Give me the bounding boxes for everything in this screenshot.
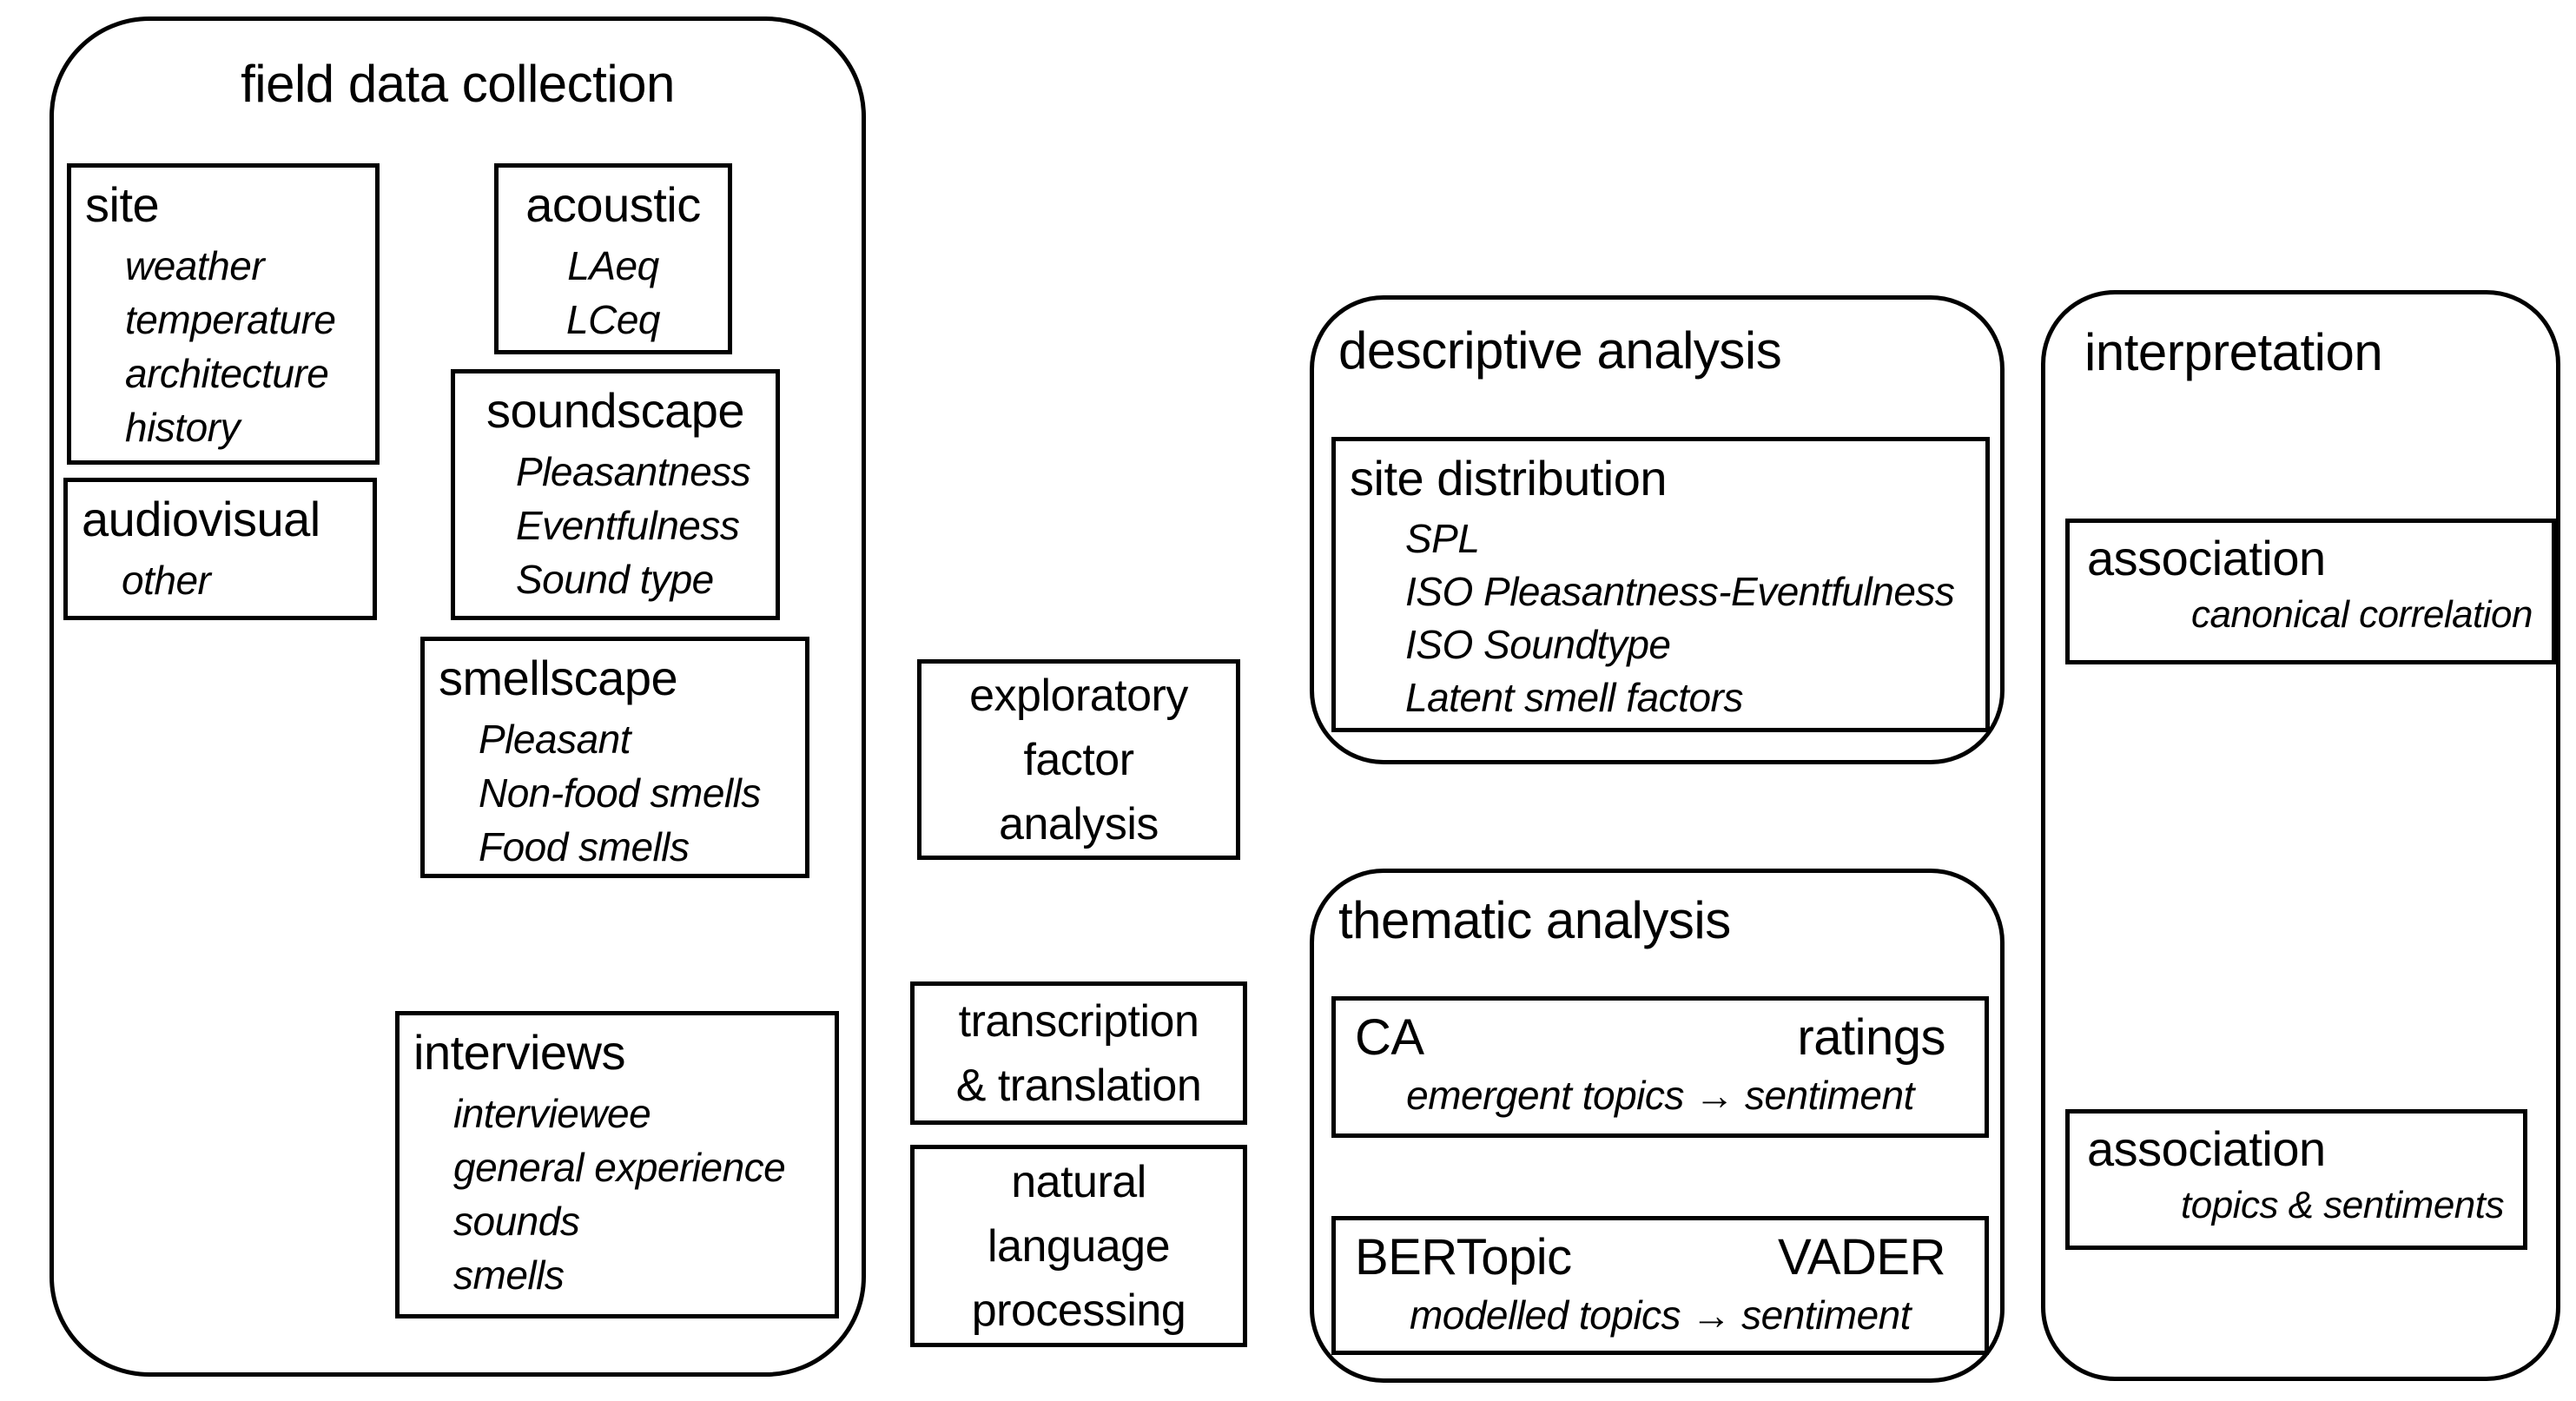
field-data-collection-container: field data collection site weather tempe… xyxy=(50,17,866,1377)
interviews-items: interviewee general experience sounds sm… xyxy=(400,1087,835,1302)
site-item: history xyxy=(125,405,240,450)
interpretation-container: interpretation association canonical cor… xyxy=(2041,290,2560,1381)
site-item: temperature xyxy=(125,297,336,342)
natural-language-processing-box: natural language processing xyxy=(910,1145,1247,1347)
bertopic-vader-row: BERTopic VADER xyxy=(1336,1220,1985,1290)
association-topics-title: association xyxy=(2087,1121,2326,1176)
vader-label: VADER xyxy=(1777,1229,1946,1285)
site-distribution-items: SPL ISO Pleasantness-Eventfulness ISO So… xyxy=(1336,512,1985,724)
site-item: weather xyxy=(125,243,265,288)
nlp-line: processing xyxy=(971,1285,1186,1336)
bertopic-vader-subtitle: modelled topics → sentiment xyxy=(1409,1292,1912,1338)
interviews-item: smells xyxy=(453,1252,565,1298)
site-items: weather temperature architecture history xyxy=(71,239,375,454)
interpretation-title: interpretation xyxy=(2084,323,2383,381)
interviews-title: interviews xyxy=(413,1025,625,1080)
interviews-item: general experience xyxy=(453,1145,786,1190)
soundscape-item: Eventfulness xyxy=(516,503,740,548)
smellscape-item: Pleasant xyxy=(479,717,631,762)
field-data-collection-title: field data collection xyxy=(241,55,675,113)
transcription-line: transcription xyxy=(958,995,1199,1047)
ratings-label: ratings xyxy=(1797,1009,1945,1066)
smellscape-item: Non-food smells xyxy=(479,770,761,816)
soundscape-item: Pleasantness xyxy=(516,449,751,494)
site-distribution-item: SPL xyxy=(1405,516,1480,561)
association-canonical-subtitle: canonical correlation xyxy=(2190,593,2533,636)
acoustic-items: LAeq LCeq xyxy=(499,239,728,347)
acoustic-item: LAeq xyxy=(567,243,659,288)
ca-label: CA xyxy=(1355,1009,1424,1066)
audiovisual-box: audiovisual other xyxy=(63,478,377,620)
site-distribution-box: site distribution SPL ISO Pleasantness-E… xyxy=(1331,437,1990,732)
site-distribution-item: ISO Soundtype xyxy=(1405,622,1671,667)
efa-line: factor xyxy=(1023,734,1134,785)
site-box: site weather temperature architecture hi… xyxy=(67,163,380,465)
site-distribution-title: site distribution xyxy=(1350,451,1668,506)
interviews-item: sounds xyxy=(453,1199,580,1244)
bertopic-label: BERTopic xyxy=(1355,1229,1572,1285)
descriptive-analysis-container: descriptive analysis site distribution S… xyxy=(1310,295,2005,764)
thematic-analysis-title: thematic analysis xyxy=(1338,891,1731,949)
smellscape-title: smellscape xyxy=(439,651,678,705)
bertopic-vader-box: BERTopic VADER modelled topics → sentime… xyxy=(1331,1216,1989,1355)
thematic-analysis-container: thematic analysis CA ratings emergent to… xyxy=(1310,869,2005,1383)
association-canonical-box: association canonical correlation xyxy=(2065,519,2556,664)
soundscape-title: soundscape xyxy=(485,383,745,438)
acoustic-box: acoustic LAeq LCeq xyxy=(494,163,732,354)
efa-line: exploratory xyxy=(969,670,1188,721)
site-title: site xyxy=(85,177,160,232)
site-item: architecture xyxy=(125,351,329,396)
nlp-line: natural xyxy=(1011,1156,1146,1207)
site-distribution-item: ISO Pleasantness-Eventfulness xyxy=(1405,569,1955,614)
nlp-line: language xyxy=(987,1220,1171,1272)
descriptive-analysis-title: descriptive analysis xyxy=(1338,321,1782,380)
efa-line: analysis xyxy=(999,798,1159,849)
acoustic-item: LCeq xyxy=(566,297,660,342)
association-canonical-title: association xyxy=(2087,531,2326,585)
soundscape-item: Sound type xyxy=(516,557,714,602)
association-topics-subtitle: topics & sentiments xyxy=(2181,1184,2505,1226)
ca-ratings-box: CA ratings emergent topics → sentiment xyxy=(1331,996,1989,1138)
transcription-translation-box: transcription & translation xyxy=(910,981,1247,1125)
association-topics-box: association topics & sentiments xyxy=(2065,1109,2527,1250)
exploratory-factor-analysis-box: exploratory factor analysis xyxy=(917,659,1240,860)
audiovisual-item: other xyxy=(122,558,211,603)
site-distribution-item: Latent smell factors xyxy=(1405,675,1743,720)
soundscape-box: soundscape Pleasantness Eventfulness Sou… xyxy=(451,369,780,620)
audiovisual-title: audiovisual xyxy=(82,492,320,546)
interviews-box: interviews interviewee general experienc… xyxy=(395,1011,839,1318)
ca-ratings-row: CA ratings xyxy=(1336,1001,1985,1070)
smellscape-item: Food smells xyxy=(479,824,690,869)
audiovisual-items: other xyxy=(68,553,373,607)
smellscape-box: smellscape Pleasant Non-food smells Food… xyxy=(420,637,809,878)
interviews-item: interviewee xyxy=(453,1091,651,1136)
acoustic-title: acoustic xyxy=(525,177,701,232)
transcription-line: & translation xyxy=(955,1060,1202,1111)
ca-ratings-subtitle: emergent topics → sentiment xyxy=(1406,1073,1914,1118)
soundscape-items: Pleasantness Eventfulness Sound type xyxy=(455,445,776,606)
smellscape-items: Pleasant Non-food smells Food smells xyxy=(425,712,805,874)
